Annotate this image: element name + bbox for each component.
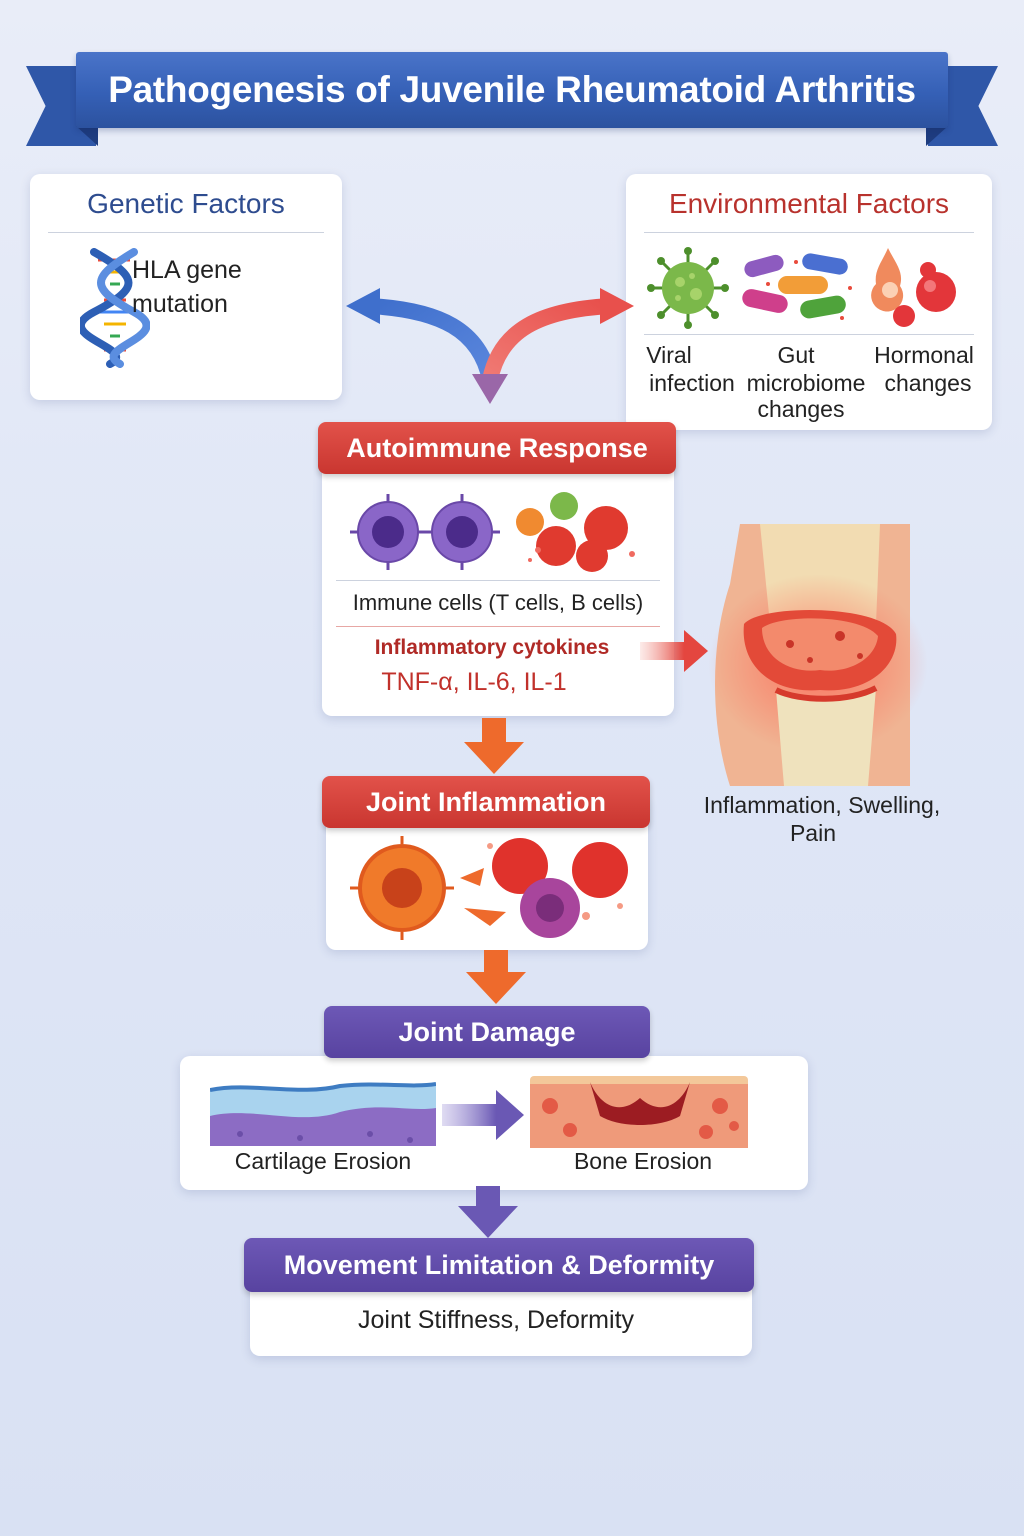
virus-icon [647, 247, 729, 329]
divider [644, 232, 974, 233]
joint-inflammation-title: Joint Inflammation [365, 786, 606, 817]
gut-microbiome-label-line2: microbiome [746, 370, 866, 396]
gut-microbiome-label-line3: changes [757, 396, 845, 422]
joint-damage-header: Joint Damage [324, 1006, 650, 1058]
arrow-down [458, 1186, 518, 1238]
movement-limitation-header: Movement Limitation & Deformity [244, 1238, 754, 1292]
bone-erosion-illustration [530, 1076, 748, 1148]
joint-damage-title: Joint Damage [398, 1016, 576, 1047]
knee-caption-line1: Inflammation, Swelling, [703, 792, 941, 818]
converging-arrows [346, 288, 634, 404]
genetic-factors-heading: Genetic Factors [87, 188, 285, 219]
arrow-down [464, 718, 524, 774]
hormonal-changes-label-line2: changes [884, 370, 972, 396]
bone-erosion-label: Bone Erosion [573, 1148, 713, 1174]
viral-infection-label-line2: infection [649, 370, 735, 396]
movement-detail: Joint Stiffness, Deformity [357, 1306, 635, 1334]
genetic-factors-card: Genetic Factors HLA gene mutation [30, 174, 342, 400]
environmental-factors-card: Environmental Factors Viral infection Gu… [626, 174, 992, 430]
autoimmune-card: Immune cells (T cells, B cells) Inflamma… [322, 440, 674, 716]
divider [336, 580, 660, 581]
arrow-to-knee [640, 630, 708, 672]
bacteria-icon [742, 253, 852, 320]
arrow-down [466, 950, 526, 1004]
autoimmune-response-header: Autoimmune Response [318, 422, 676, 474]
cartilage-erosion-label: Cartilage Erosion [234, 1148, 412, 1174]
page-title: Pathogenesis of Juvenile Rheumatoid Arth… [108, 69, 916, 110]
inflamed-knee-illustration [708, 524, 928, 786]
immune-cells-icon [350, 492, 635, 572]
joint-inflammation-header: Joint Inflammation [322, 776, 650, 828]
joint-damage-card: Cartilage Erosion Bone Erosion [180, 1056, 808, 1190]
dna-icon [80, 248, 150, 368]
cytokines-label: Inflammatory cytokines [374, 636, 610, 659]
cytokines-list: TNF-α, IL-6, IL-1 [381, 668, 567, 696]
title-banner: Pathogenesis of Juvenile Rheumatoid Arth… [76, 52, 948, 128]
divider [644, 334, 974, 335]
autoimmune-response-title: Autoimmune Response [346, 432, 648, 463]
viral-infection-label-line1: Viral [646, 342, 692, 368]
divider [336, 626, 660, 627]
hla-gene-text-line2: mutation [132, 290, 228, 318]
inflammatory-cells-icon [350, 836, 628, 940]
hormonal-changes-label-line1: Hormonal [874, 342, 974, 368]
environmental-factors-heading: Environmental Factors [668, 188, 950, 219]
divider [48, 232, 324, 233]
cartilage-erosion-illustration [210, 1082, 436, 1146]
movement-limitation-title: Movement Limitation & Deformity [283, 1249, 715, 1280]
immune-cells-label: Immune cells (T cells, B cells) [352, 590, 644, 615]
erosion-progression-arrow [442, 1090, 524, 1140]
hla-gene-text-line1: HLA gene [132, 256, 242, 284]
hormone-icon [871, 248, 956, 327]
gut-microbiome-label-line1: Gut [777, 342, 815, 368]
knee-caption-line2: Pain [789, 820, 837, 846]
